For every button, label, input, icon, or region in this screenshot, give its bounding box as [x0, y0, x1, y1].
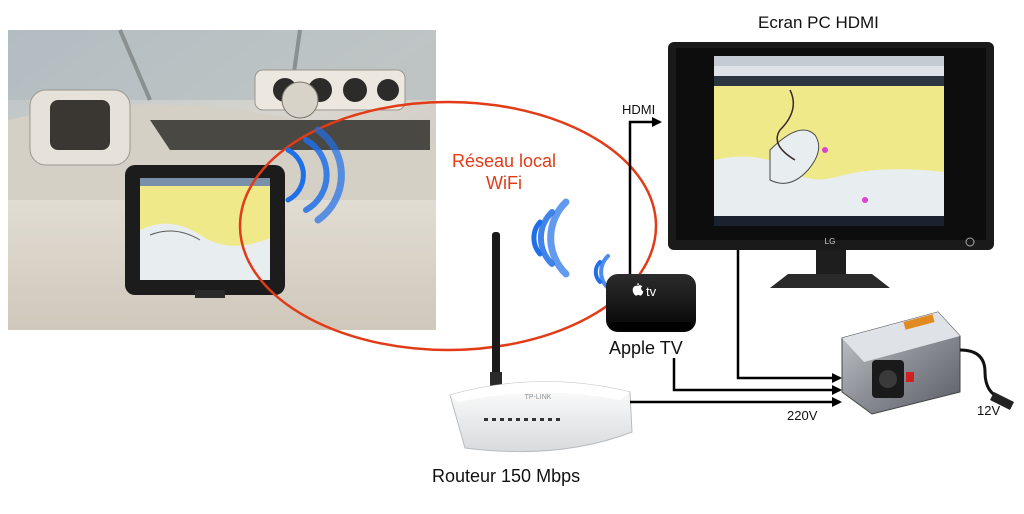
wifi-waves-icon	[285, 126, 345, 224]
router-label: Routeur 150 Mbps	[432, 466, 581, 486]
hdmi-arrow	[628, 117, 662, 274]
connection-arrows	[628, 117, 842, 407]
hdmi-label: HDMI	[622, 102, 656, 117]
apple-tv-logo-text: tv	[646, 284, 657, 299]
wifi-network-ellipse	[238, 100, 658, 352]
monitor-power-arrow	[736, 250, 842, 383]
screen-title-label: Ecran PC HDMI	[758, 13, 879, 32]
wifi-label-line1: Réseau local	[451, 151, 557, 171]
power-inverter	[841, 311, 1014, 415]
apple-logo-icon	[632, 283, 644, 296]
wifi-network-label: Réseau local WiFi	[424, 150, 584, 194]
apple-tv-device: tv	[606, 274, 696, 332]
router-brand: TP-LINK	[525, 394, 552, 401]
tp-link-router: TP-LINK	[449, 232, 633, 453]
boat-cockpit-photo	[8, 29, 436, 330]
220v-label: 220V	[787, 408, 818, 423]
wifi-waves-icon	[593, 254, 610, 290]
wifi-label-line2: WiFi	[486, 173, 522, 193]
antenna-icon	[492, 232, 500, 377]
apple-tv-power-arrow	[672, 358, 842, 395]
12v-label: 12V	[977, 403, 1001, 418]
wifi-waves-icon	[531, 198, 570, 278]
monitor-brand: LG	[825, 237, 836, 246]
apple-tv-label: Apple TV	[609, 338, 683, 358]
lg-monitor: LG	[668, 42, 994, 288]
